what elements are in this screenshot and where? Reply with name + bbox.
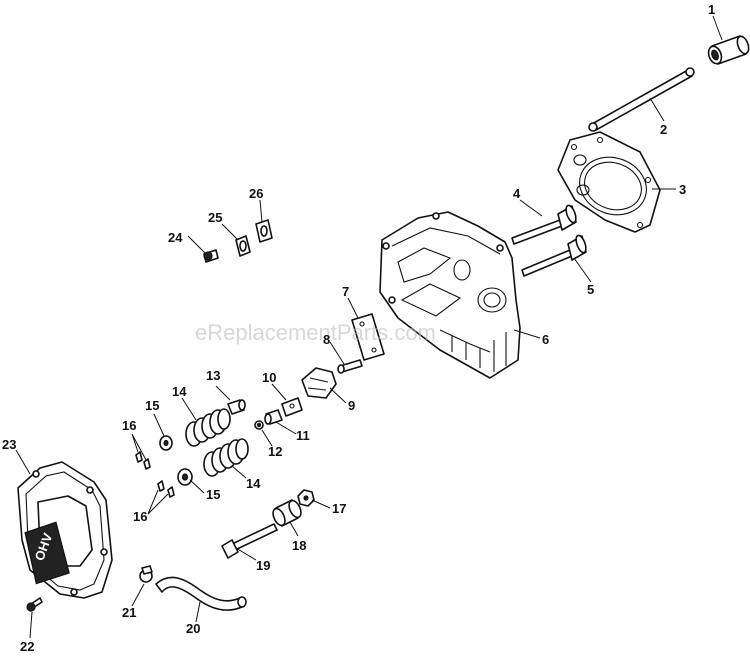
callout-2[interactable]: 2 [660,122,667,137]
callout-26[interactable]: 26 [249,186,263,201]
part-5-exhaust-valve[interactable] [521,234,588,277]
part-24-bolt[interactable] [203,249,219,263]
part-16-keepers-upper[interactable] [135,451,151,470]
part-25-nut[interactable] [235,235,251,257]
part-1-tappet[interactable] [706,35,750,66]
watermark: eReplacementParts.com [195,320,436,345]
callout-25[interactable]: 25 [208,210,222,225]
part-21-hose-clamp[interactable] [139,565,153,583]
part-18-spacer[interactable] [271,499,304,528]
part-23-valve-cover[interactable]: OHV [17,461,113,599]
callout-23[interactable]: 23 [2,437,16,452]
callout-20[interactable]: 20 [186,621,200,636]
part-22-screw[interactable] [26,597,43,612]
callout-15-upper[interactable]: 15 [145,398,159,413]
part-26-fitting[interactable] [255,219,273,243]
callout-21[interactable]: 21 [122,605,136,620]
part-4-intake-valve[interactable] [511,204,578,245]
leader-lines [15,15,723,639]
part-8-stud[interactable] [337,359,363,374]
callout-14-upper[interactable]: 14 [172,384,187,399]
callout-11[interactable]: 11 [296,428,310,443]
part-15-retainer-upper[interactable] [159,435,173,451]
part-11-adjuster[interactable] [264,409,283,425]
part-3-head-gasket[interactable] [557,131,661,233]
callout-12[interactable]: 12 [268,444,282,459]
part-14-valve-spring-lower[interactable] [203,438,249,477]
part-19-bolt[interactable] [221,523,278,559]
callout-5[interactable]: 5 [587,282,594,297]
part-20-breather-hose[interactable] [155,576,247,611]
part-9-rocker-arm[interactable] [301,367,337,399]
callout-15-lower[interactable]: 15 [206,487,220,502]
callout-16-lower[interactable]: 16 [133,509,147,524]
callout-16-upper[interactable]: 16 [122,418,136,433]
callout-18[interactable]: 18 [292,538,306,553]
part-6-cylinder-head[interactable] [379,211,521,379]
callout-14-lower[interactable]: 14 [246,476,261,491]
callout-10[interactable]: 10 [262,370,276,385]
callout-17[interactable]: 17 [332,501,346,516]
callout-4[interactable]: 4 [513,186,521,201]
part-12-nut[interactable] [254,420,264,430]
part-17-nut[interactable] [297,489,315,507]
callout-labels: 1 2 3 4 5 6 7 8 9 10 11 12 13 14 14 15 1… [2,2,715,654]
part-13-valve-cap[interactable] [227,399,246,415]
part-2-push-rod[interactable] [588,67,695,132]
callout-22[interactable]: 22 [20,639,34,654]
callout-6[interactable]: 6 [542,332,549,347]
part-16-keepers-lower[interactable] [157,480,175,498]
callout-7[interactable]: 7 [342,284,349,299]
part-10-rocker-pivot[interactable] [281,397,303,417]
callout-19[interactable]: 19 [256,558,270,573]
part-7-rocker-plate[interactable] [351,313,385,361]
callout-13[interactable]: 13 [206,368,220,383]
callout-1[interactable]: 1 [708,2,715,17]
callout-8[interactable]: 8 [323,332,330,347]
part-15-retainer-lower[interactable] [177,468,193,486]
part-14-valve-spring-upper[interactable] [185,408,231,447]
callout-9[interactable]: 9 [348,398,355,413]
callout-24[interactable]: 24 [168,230,183,245]
callout-3[interactable]: 3 [679,182,686,197]
